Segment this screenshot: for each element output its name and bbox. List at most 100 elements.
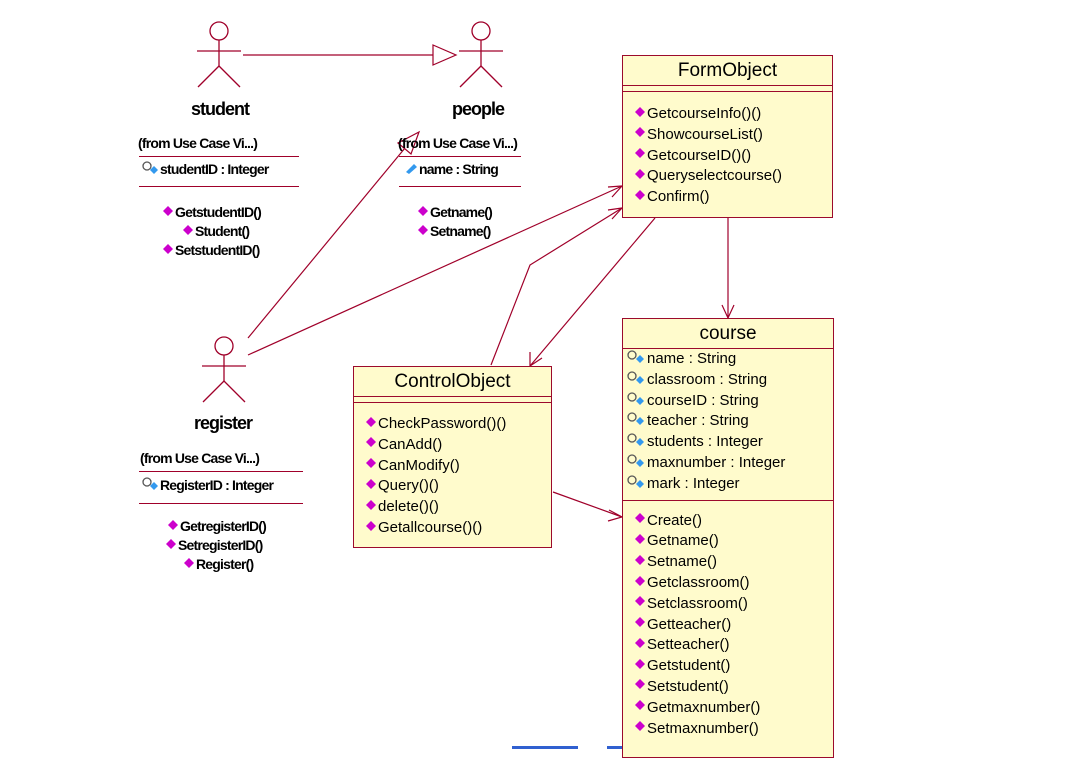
operation-row: Setteacher() [635,635,833,656]
protected-attribute-icon [627,433,644,447]
operation-icon [184,557,194,568]
operation-icon [183,224,193,235]
operation-icon [366,458,376,469]
operation-icon [366,499,376,510]
people-actor-icon [459,21,503,88]
people-separator [399,156,521,157]
people-attribute-text: name : String [419,161,499,177]
operation-row: Setclassroom() [635,594,833,615]
operation-row: Setname() [418,222,492,241]
operation-row: Setname() [635,552,833,573]
operation-row: ShowcourseList() [635,125,832,146]
operation-row: Register() [166,555,266,574]
operation-icon [635,617,645,628]
attribute-row: students : Integer [626,432,833,453]
register-operations: GetregisterID() SetregisterID() Register… [166,517,267,574]
formobject-class[interactable]: FormObject GetcourseInfo()() ShowcourseL… [622,55,833,218]
operation-icon [635,127,645,138]
operation-icon [366,416,376,427]
operation-icon [635,596,645,607]
controlobject-class[interactable]: ControlObject CheckPassword()() CanAdd()… [353,366,552,548]
people-name: people [451,99,505,119]
operation-row: CanAdd() [366,435,551,456]
register-attribute-text: RegisterID : Integer [160,477,274,493]
register-attribute: RegisterID : Integer [141,477,274,493]
people-from-label: (from Use Case Vi...) [398,135,518,151]
people-attribute: name : String [406,161,499,177]
operation-icon [366,520,376,531]
protected-attribute-icon [627,391,644,405]
operation-row: Getmaxnumber() [635,698,833,719]
operation-icon [635,575,645,586]
operation-icon [635,658,645,669]
student-separator [139,156,299,157]
association-formobject-controlobject [529,217,656,367]
formobject-attribute-section [623,86,832,92]
formobject-operations: GetcourseInfo()() ShowcourseList() Getco… [623,92,832,208]
generalization-arrowhead-2 [396,130,421,156]
attribute-row: mark : Integer [626,474,833,495]
operation-icon [635,513,645,524]
register-separator-2 [139,503,303,504]
operation-icon [635,679,645,690]
operation-icon [635,533,645,544]
course-operations: Create() Getname() Setname() Getclassroo… [623,501,833,740]
operation-row: delete()() [366,497,551,518]
register-name: register [193,413,253,433]
protected-attribute-icon [627,412,644,426]
operation-row: Getstudent() [635,656,833,677]
student-attribute: studentID : Integer [141,161,269,177]
protected-attribute-icon [627,371,644,384]
operation-row: Confirm() [635,187,832,208]
operation-row: Setstudent() [635,677,833,698]
protected-attribute-icon [142,477,158,491]
operation-icon [635,554,645,565]
clipped-mark-2 [607,746,625,749]
operation-row: Getclassroom() [635,573,833,594]
attribute-row: classroom : String [626,370,833,391]
register-separator [139,471,303,472]
protected-attribute-icon [627,475,644,488]
student-name: student [191,99,250,119]
operation-row: Getallcourse()() [366,518,551,539]
operation-row: GetregisterID() [166,517,267,536]
protected-attribute-icon [627,454,644,468]
operation-icon [418,205,428,216]
operation-icon [635,637,645,648]
operation-row: Student() [163,222,261,241]
operation-row: Create() [635,511,833,532]
operation-icon [418,224,428,235]
operation-row: SetregisterID() [166,536,266,555]
attribute-row: teacher : String [626,411,833,432]
association-controlobject-course [552,491,623,518]
operation-icon [366,437,376,448]
operation-icon [163,243,173,254]
operation-row: GetstudentID() [163,203,262,222]
student-separator-2 [139,186,299,187]
controlobject-attribute-section [354,397,551,403]
operation-row: SetstudentID() [163,241,261,260]
attribute-row: name : String [626,349,833,370]
course-class[interactable]: course name : String classroom : String … [622,318,834,758]
operation-row: GetcourseInfo()() [635,104,832,125]
operation-icon [635,700,645,711]
operation-row: Getname() [635,531,833,552]
operation-row: Getname() [418,203,493,222]
operation-icon [163,205,173,216]
association-register-formobject [247,185,623,356]
register-actor-icon [202,336,246,403]
student-operations: GetstudentID() Student() SetstudentID() [163,203,262,260]
operation-row: Queryselectcourse() [635,166,832,187]
generalization-register-people [247,147,406,339]
public-attribute-icon [406,164,417,175]
people-operations: Getname() Setname() [418,203,493,241]
course-title: course [623,319,833,349]
formobject-title: FormObject [623,56,832,86]
operation-row: Setmaxnumber() [635,719,833,740]
operation-icon [366,478,376,489]
operation-icon [635,148,645,159]
people-separator-2 [399,186,521,187]
attribute-row: courseID : String [626,391,833,412]
student-attribute-text: studentID : Integer [160,161,269,177]
controlobject-operations: CheckPassword()() CanAdd() CanModify() Q… [354,403,551,539]
